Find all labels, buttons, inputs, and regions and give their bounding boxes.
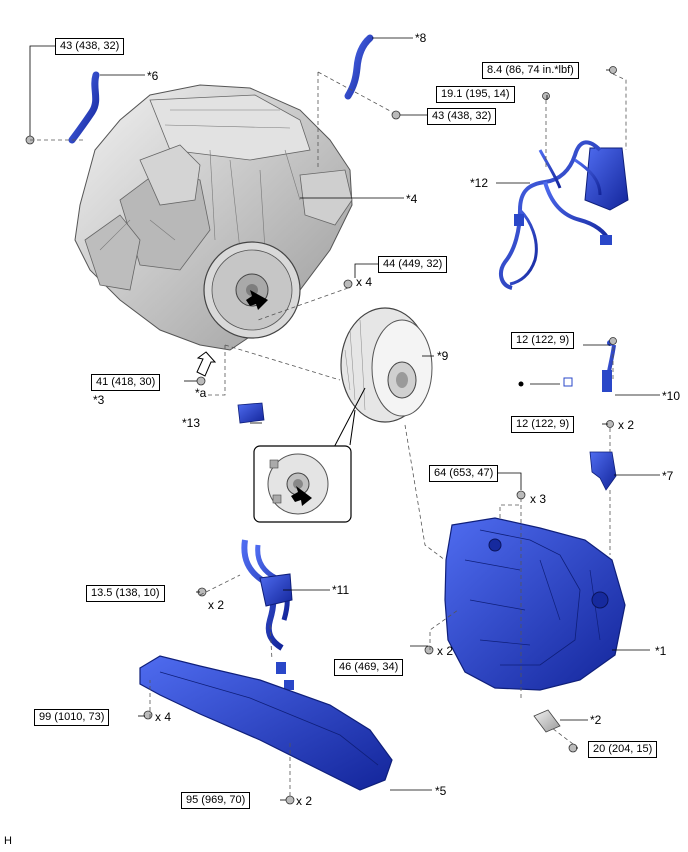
hose-assembly-part-11: [241, 539, 294, 690]
figure-code: H: [4, 835, 12, 847]
inset-detail-view: [253, 387, 366, 523]
torque-spec-box: 64 (653, 47): [429, 465, 499, 482]
callout-part-4: *4: [406, 192, 418, 206]
hose-part-8: [344, 34, 374, 100]
wire-harness-part-12: [498, 140, 629, 290]
dashed-assembly-lines: [30, 71, 627, 796]
transaxle-part-1: [444, 517, 626, 691]
crossmember-edge: [159, 671, 379, 766]
callout-part-5: *5: [435, 784, 447, 798]
torque-converter-part-9: [340, 307, 433, 423]
quantity-label: x 2: [208, 598, 225, 612]
torque-spec-box: 8.4 (86, 74 in.*lbf): [482, 62, 579, 79]
torque-spec-box: 12 (122, 9): [511, 416, 575, 433]
callout-part-11: *11: [332, 583, 350, 597]
torque-spec-box: 41 (418, 30): [91, 374, 161, 391]
callout-part-13: *13: [182, 416, 201, 430]
callout-part-8: *8: [415, 31, 427, 45]
callout-part-1: *1: [655, 644, 667, 658]
callout-part-12: *12: [470, 176, 489, 190]
torque-spec-box: 99 (1010, 73): [34, 709, 110, 726]
view-arrow-icon: [196, 351, 217, 377]
torque-spec-box: 46 (469, 34): [334, 659, 404, 676]
quantity-label: x 2: [296, 794, 313, 808]
quantity-label: x 2: [618, 418, 635, 432]
cover-part-13: [237, 402, 265, 424]
torque-spec-box: 12 (122, 9): [511, 332, 575, 349]
plug-part-2: [533, 709, 561, 733]
crossmember-part-5: [139, 655, 393, 791]
callout-view-a: *a: [195, 386, 207, 400]
torque-spec-box: 13.5 (138, 10): [86, 585, 165, 602]
quantity-label: x 2: [437, 644, 454, 658]
callout-part-7: *7: [662, 469, 674, 483]
reference-dot-icon: [518, 381, 524, 387]
torque-spec-box: 43 (438, 32): [55, 38, 125, 55]
torque-spec-box: 19.1 (195, 14): [436, 86, 515, 103]
torque-spec-box: 44 (449, 32): [378, 256, 448, 273]
torque-spec-box: 20 (204, 15): [588, 741, 658, 758]
torque-spec-box: 43 (438, 32): [427, 108, 497, 125]
hose-part-6: [68, 71, 100, 144]
quantity-label: x 4: [155, 710, 172, 724]
callout-part-9: *9: [437, 349, 449, 363]
quantity-label: x 4: [356, 275, 373, 289]
leader-lines: [29, 37, 660, 801]
torque-spec-box: 95 (969, 70): [181, 792, 251, 809]
drive-plate: [203, 241, 301, 339]
sensor-part-10: [563, 340, 616, 392]
callout-part-3: *3: [93, 393, 105, 407]
callout-part-10: *10: [662, 389, 681, 403]
callout-part-2: *2: [590, 713, 602, 727]
engine-assembly: [74, 84, 353, 351]
callout-part-6: *6: [147, 69, 159, 83]
bracket-part-7: [589, 451, 617, 491]
quantity-label: x 3: [530, 492, 547, 506]
